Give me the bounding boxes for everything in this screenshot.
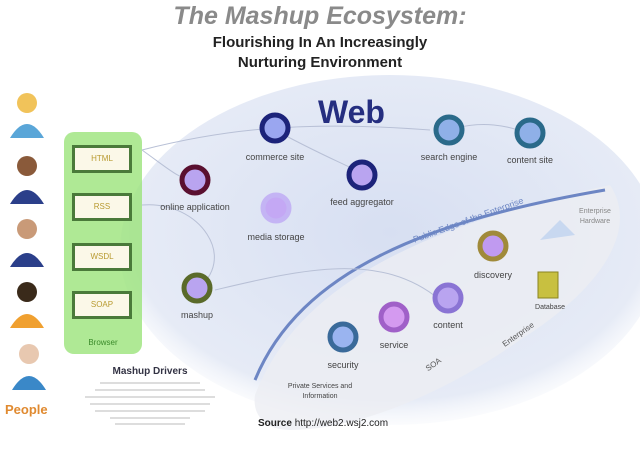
security-label: security	[327, 360, 359, 370]
drivers-text-lines	[85, 382, 215, 425]
content-site-label: content site	[506, 155, 554, 165]
source-credit: Source http://web2.wsj2.com	[258, 418, 388, 429]
firewall-label: Enterprise Hardware	[579, 208, 611, 225]
media-storage-label: media storage	[247, 232, 305, 242]
person-icon	[10, 282, 44, 328]
mashup-label: mashup	[180, 310, 214, 320]
discovery-label: discovery	[473, 270, 512, 280]
online-application-node	[179, 164, 211, 196]
media-storage-node	[260, 192, 292, 224]
discovery-node	[477, 230, 509, 262]
database-icon	[537, 271, 559, 299]
format-box-wsdl: WSDL	[72, 243, 132, 271]
person-icon	[10, 156, 44, 204]
search-engine-node	[433, 114, 465, 146]
person-icon	[12, 344, 46, 390]
database-label: Database	[535, 304, 565, 311]
subtitle-line-2: Nurturing Environment	[237, 54, 403, 71]
source-label: Source	[258, 418, 292, 429]
commerce-site-node	[259, 112, 291, 144]
source-url: http://web2.wsj2.com	[294, 418, 389, 429]
cloud-icon	[540, 220, 575, 240]
people-label: People	[5, 402, 48, 417]
service-node	[378, 301, 410, 333]
mashup-node	[181, 272, 213, 304]
public-edge-line	[253, 188, 606, 381]
web-label: Web	[318, 94, 385, 130]
subtitle-line-1: Flourishing In An Increasingly	[212, 34, 428, 51]
security-node	[327, 321, 359, 353]
feed-aggregator-label: feed aggregator	[330, 197, 394, 207]
private-services-label: Private Services and Information	[287, 383, 353, 400]
content-node	[432, 282, 464, 314]
format-box-soap: SOAP	[72, 291, 132, 319]
content-label: content	[433, 320, 463, 330]
mashup-drivers-title: Mashup Drivers	[112, 366, 188, 377]
format-box-html: HTML	[72, 145, 132, 173]
node-circles	[179, 112, 546, 353]
browser-label: Browser	[88, 338, 118, 347]
service-label: service	[379, 340, 409, 350]
content-site-node	[514, 117, 546, 149]
feed-aggregator-node	[346, 159, 378, 191]
search-engine-label: search engine	[420, 152, 478, 162]
online-application-label: online application	[160, 202, 230, 212]
format-box-rss: RSS	[72, 193, 132, 221]
person-icon	[10, 219, 44, 267]
person-icon	[10, 93, 44, 138]
commerce-site-label: commerce site	[245, 152, 305, 162]
people-icons	[10, 93, 46, 390]
diagram-title: The Mashup Ecosystem:	[173, 2, 467, 30]
